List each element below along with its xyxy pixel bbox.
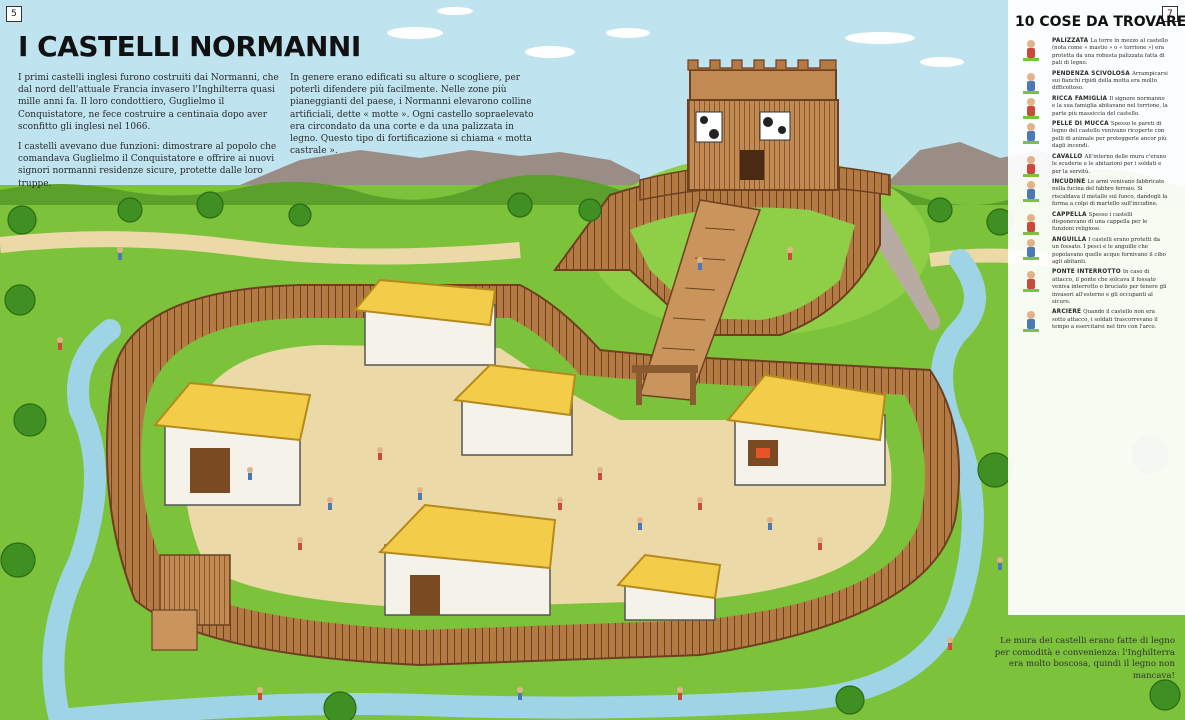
gatehouse — [151, 554, 231, 651]
checklist-item-text: Arrampicarsi sui fianchi ripidi della mo… — [1052, 70, 1168, 92]
eel-icon — [1018, 237, 1044, 261]
forge-building — [726, 373, 887, 486]
barracks-building — [353, 278, 497, 366]
checklist-item-text: Quando il castello non era sotto attacco… — [1052, 309, 1158, 331]
checklist-item-name: CAPPELLA — [1052, 211, 1087, 218]
page-title: I CASTELLI NORMANNI — [18, 30, 361, 63]
chapel-icon — [1018, 212, 1044, 236]
tower-icon — [1018, 38, 1044, 62]
checklist-item-name: ANGUILLA — [1052, 236, 1087, 243]
cowhide-icon — [1018, 121, 1044, 145]
checklist-item-name: PONTE INTERROTTO — [1052, 269, 1121, 276]
checklist-item-text: La torre in mezzo al castello (nota come… — [1052, 38, 1168, 67]
rocky-slope — [880, 205, 940, 330]
checklist-item-text: Spesso i castelli disponevano di una cap… — [1052, 211, 1148, 233]
storehouse-building — [615, 553, 722, 621]
checklist-panel — [1008, 0, 1185, 615]
footer-note: Le mura dei castelli erano fatte di legn… — [994, 636, 1175, 681]
trees — [0, 191, 1181, 720]
climber-icon — [1018, 71, 1044, 95]
keep-tower — [639, 59, 891, 201]
checklist-item-text: In caso di attacco, il ponte che solcava… — [1052, 269, 1167, 305]
checklist-item-name: CAVALLO — [1052, 153, 1083, 160]
page-number-right: 7 — [1162, 6, 1178, 22]
checklist-item-text: I castelli erano protetti da un fossato.… — [1052, 236, 1166, 265]
crowd-figures — [57, 247, 1003, 700]
checklist-item-text: Le armi venivano fabbricate nella fucina… — [1052, 178, 1168, 208]
intro-left-column: I primi castelli inglesi furono costruit… — [18, 72, 280, 198]
archer-icon — [1018, 309, 1044, 333]
bailey-palisade — [105, 284, 961, 667]
buildings — [151, 278, 887, 651]
chapel-building — [452, 363, 577, 456]
checklist-title: 10 COSE DA TROVARE — [1015, 14, 1185, 30]
noble-family-icon — [1018, 96, 1044, 120]
bridge-icon — [1018, 269, 1044, 293]
moat-river — [42, 249, 986, 720]
checklist-item-text: Spesso le pareti di legno del castello v… — [1052, 121, 1167, 150]
clouds — [387, 7, 964, 67]
checklist-item-name: ARCIERE — [1052, 309, 1082, 316]
intro-paragraph: I primi castelli inglesi furono costruit… — [18, 73, 279, 132]
checklist-item-name: INCUDINE — [1052, 178, 1086, 185]
checklist-item-name: PALIZZATA — [1052, 38, 1089, 44]
horse-icon — [1018, 154, 1044, 178]
intro-paragraph: In genere erano edificati su alture o sc… — [290, 73, 534, 157]
checklist-item-name: PENDENZA SCIVOLOSA — [1052, 70, 1130, 77]
checklist-item-text: All'interno delle mura c'erano le scuder… — [1052, 153, 1167, 175]
page-number-left: 5 — [6, 6, 22, 22]
dirt-path — [0, 231, 521, 265]
motte-bridge — [632, 199, 762, 405]
anvil-icon — [1018, 179, 1044, 203]
checklist-item-text: Il signore normanno e la sua famiglia ab… — [1052, 95, 1168, 117]
intro-paragraph: I castelli avevano due funzioni: dimostr… — [18, 142, 277, 189]
stable-building — [153, 381, 312, 506]
intro-right-column: In genere erano edificati su alture o sc… — [290, 72, 540, 165]
checklist-item-name: RICCA FAMIGLIA — [1052, 95, 1108, 102]
checklist-item-name: PELLE DI MUCCA — [1052, 121, 1109, 128]
hall-building — [377, 503, 557, 616]
